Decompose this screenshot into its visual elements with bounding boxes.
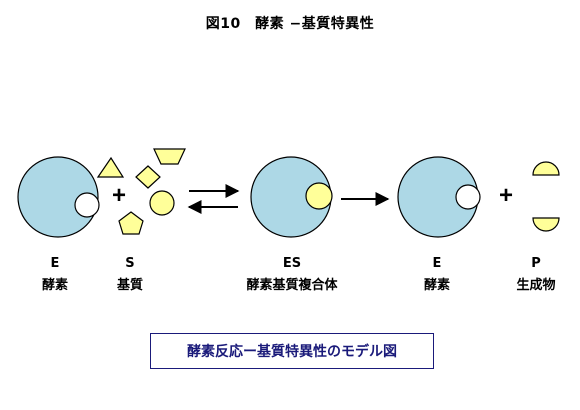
substrate-trapezoid xyxy=(153,148,186,165)
substrate-diamond xyxy=(135,165,161,189)
substrate-pentagon xyxy=(118,211,144,235)
label-symbol: E xyxy=(432,256,442,271)
product-p xyxy=(532,161,560,232)
plus-sign-2: + xyxy=(499,182,513,209)
caption-box: 酵素反応ー基質特異性のモデル図 xyxy=(150,333,434,369)
label-symbol: P xyxy=(531,256,541,271)
label-symbol: S xyxy=(125,256,135,271)
label-enzyme-left: E 酵素 xyxy=(42,253,68,297)
product-bottom-half xyxy=(532,217,560,232)
enzyme-e-left xyxy=(17,156,100,238)
label-name: 酵素 xyxy=(423,278,451,293)
label-name: 酵素 xyxy=(41,278,69,293)
substrate-triangle xyxy=(96,156,125,178)
label-enzyme-right: E 酵素 xyxy=(424,253,450,297)
enzyme-active-site xyxy=(455,184,481,210)
label-product: P 生成物 xyxy=(516,253,555,297)
label-substrate: S 基質 xyxy=(117,253,143,297)
es-complex xyxy=(250,156,333,238)
plus-sign-1: + xyxy=(112,182,126,209)
label-symbol: ES xyxy=(282,256,302,271)
figure-title: 図10 酵素 −基質特異性 xyxy=(205,16,375,32)
enzyme-body xyxy=(17,156,99,238)
label-complex: ES 酵素基質複合体 xyxy=(246,253,337,297)
label-symbol: E xyxy=(50,256,60,271)
label-name: 生成物 xyxy=(516,278,556,293)
label-name: 基質 xyxy=(116,278,144,293)
substrate-shapes xyxy=(96,148,186,235)
enzyme-active-site xyxy=(74,192,100,218)
label-name: 酵素基質複合体 xyxy=(246,278,338,293)
equilibrium-arrows xyxy=(187,184,240,214)
product-top-half xyxy=(532,161,560,176)
substrate-circle xyxy=(149,190,175,216)
enzyme-e-right xyxy=(397,156,481,238)
caption-text: 酵素反応ー基質特異性のモデル図 xyxy=(187,344,397,360)
complex-bound-substrate xyxy=(305,182,333,210)
